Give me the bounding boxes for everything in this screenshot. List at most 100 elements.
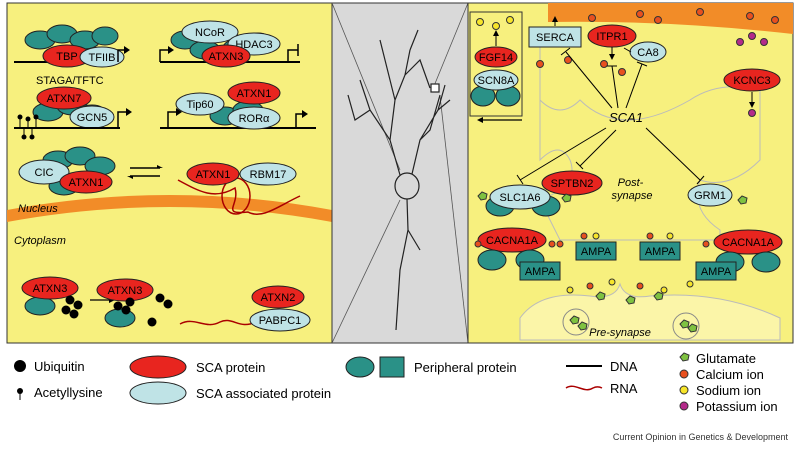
acetyllysine-swatch — [17, 388, 23, 394]
atxn1-rbm-label: ATXN1 — [196, 169, 231, 181]
cacna1a-left-protein — [477, 227, 547, 253]
sca1-label: SCA1 — [609, 110, 643, 125]
sptbn2-protein — [541, 170, 603, 196]
hdac3-label: HDAC3 — [235, 39, 272, 51]
slc1a6-protein — [489, 184, 551, 210]
rna-strand — [179, 319, 256, 326]
post-synapse-line2: synapse — [612, 190, 653, 202]
credit-line: Current Opinion in Genetics & Developmen… — [613, 432, 789, 442]
ampa-label-3: AMPA — [525, 266, 556, 278]
legend-peripheral: Peripheral protein — [414, 360, 517, 375]
atxn3-ubiquitin-right: ATXN3 — [96, 278, 173, 328]
legend-acetyllysine: Acetyllysine — [34, 385, 103, 400]
atxn2-label: ATXN2 — [261, 292, 296, 304]
atxn2-complex: ATXN2 PABPC1 — [179, 285, 311, 332]
itpr1-label: ITPR1 — [596, 31, 627, 43]
staga-complex: STAGA/TFTC ATXN7 GCN5 — [14, 75, 132, 140]
tip60-protein — [175, 92, 225, 116]
ncor-label: NCoR — [195, 27, 225, 39]
tfiib-protein — [79, 46, 125, 68]
legend-rna: RNA — [610, 381, 638, 396]
atxn7-protein — [36, 86, 92, 110]
legend-calcium: Calcium ion — [696, 367, 764, 382]
serca-label: SERCA — [536, 32, 575, 44]
pabpc1-protein — [249, 308, 311, 332]
er-membrane — [548, 3, 793, 34]
atxn3-cyto-a-label: ATXN3 — [33, 283, 68, 295]
ncor-complex: NCoR HDAC3 ATXN3 — [159, 20, 300, 68]
neuron-panel — [331, 2, 469, 344]
ampa-receptors: AMPA AMPA AMPA AMPA — [519, 232, 737, 281]
ampa-label-2: AMPA — [645, 246, 676, 258]
sca-protein-swatch — [129, 355, 187, 379]
atxn1-rbm-protein — [186, 162, 240, 186]
ampa-label-1: AMPA — [581, 246, 612, 258]
legend-sca-protein: SCA protein — [196, 360, 265, 375]
sodium-channel: FGF14 SCN8A — [470, 16, 521, 107]
legend-glutamate: Glutamate — [696, 351, 756, 366]
acetyllysine-marks — [17, 114, 39, 140]
legend-sodium: Sodium ion — [696, 383, 761, 398]
staga-label: STAGA/TFTC — [36, 75, 104, 87]
legend-sca-associated: SCA associated protein — [196, 386, 331, 401]
rna-strand — [177, 179, 301, 215]
rora-label: RORα — [239, 113, 270, 125]
synaptic-cleft-particles — [566, 278, 694, 305]
calcium-swatch — [679, 369, 689, 379]
atxn3-cyto-b-protein — [96, 278, 154, 302]
grm1-protein — [687, 183, 733, 207]
atxn2-protein — [251, 285, 305, 309]
tip60-label: Tip60 — [186, 99, 213, 111]
peripheral-swatch-rect — [379, 356, 405, 378]
peripheral-swatch-ellipse — [345, 356, 375, 378]
nuclear-envelope — [7, 195, 332, 222]
post-synapse-line1: Post- — [618, 177, 644, 189]
equilibrium-arrows — [127, 165, 163, 179]
post-synapse-label: Post- synapse — [612, 177, 653, 202]
atxn3-cyto-b-label: ATXN3 — [108, 285, 143, 297]
atxn3-nuclear-protein — [201, 44, 251, 68]
rbm17-protein — [239, 162, 297, 186]
kcnc3-protein — [723, 68, 781, 92]
metabotropic-receptor: GRM1 — [687, 183, 748, 207]
cic-protein — [18, 159, 70, 185]
slc1a6-label: SLC1A6 — [500, 192, 541, 204]
scn8a-label: SCN8A — [478, 75, 515, 87]
cacna1a-right-protein — [713, 229, 783, 255]
kcnc3-label: KCNC3 — [733, 75, 770, 87]
synapse-panel: FGF14 SCN8A SERCA ITPR1 — [467, 2, 794, 344]
atxn7-label: ATXN7 — [47, 93, 82, 105]
calcium-store: SERCA ITPR1 CA8 — [528, 8, 779, 76]
sptbn2-label: SPTBN2 — [551, 178, 594, 190]
legend-dna: DNA — [610, 359, 638, 374]
tfiib-label: TFIIB — [89, 52, 116, 64]
rora-protein — [227, 106, 281, 130]
ampa-label-4: AMPA — [701, 266, 732, 278]
cacna1a-right-label: CACNA1A — [722, 237, 775, 249]
ncor-protein — [181, 20, 239, 44]
glutamate-transporter: SLC1A6 SPTBN2 — [477, 170, 603, 217]
potassium-channel: KCNC3 — [723, 32, 781, 117]
pabpc1-label: PABPC1 — [259, 315, 302, 327]
tbp-complex: TBP TFIIB — [14, 24, 130, 68]
ror-complex: Tip60 ATXN1 RORα — [160, 81, 316, 130]
potassium-swatch — [679, 401, 689, 411]
tbp-label: TBP — [56, 51, 77, 63]
atxn1-ror-label: ATXN1 — [237, 88, 272, 100]
purkinje-neuron — [347, 29, 451, 331]
nucleus-label: Nucleus — [18, 203, 58, 215]
atxn3-cyto-protein — [21, 276, 79, 300]
legend-ubiquitin: Ubiquitin — [34, 359, 85, 374]
cic-complex: CIC ATXN1 — [18, 146, 116, 196]
gcn5-label: GCN5 — [77, 112, 108, 124]
atxn1-cic-label: ATXN1 — [69, 177, 104, 189]
rna-swatch — [565, 385, 603, 391]
grm1-label: GRM1 — [694, 190, 726, 202]
fgf14-label: FGF14 — [479, 52, 513, 64]
legend: Ubiquitin Acetyllysine SCA protein SCA a… — [14, 351, 778, 414]
scn8a-protein — [473, 69, 519, 91]
atxn1-ror-protein — [227, 81, 281, 105]
serca-protein — [528, 26, 582, 48]
sca-associated-swatch — [129, 381, 187, 405]
